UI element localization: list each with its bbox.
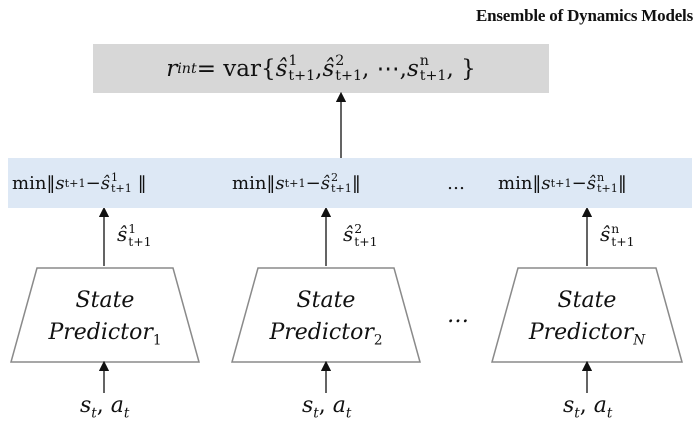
predictor-3-sub: N [633, 332, 646, 349]
reward-eq: = var{ [196, 55, 276, 82]
reward-sep-3: , } [446, 55, 476, 82]
norm-1-minus: − [85, 172, 101, 194]
reward-symbol: r [166, 55, 178, 82]
prediction-3-sup: n [611, 221, 620, 237]
reward-sep-2: , ⋯, [362, 55, 407, 82]
norm-2-minus: − [305, 172, 321, 194]
reward-term-2-sup: 2 [335, 53, 345, 70]
predictor-1-name: Predictor [48, 320, 153, 345]
predictor-2-line2: Predictor2 [232, 317, 420, 356]
reward-term-1-sup: 1 [288, 53, 298, 70]
norm-1-hat-sup: 1 [110, 170, 119, 184]
reward-term-3-base: s [406, 55, 419, 82]
predictor-2-sub: 2 [373, 332, 383, 349]
norm-ellipsis: … [447, 172, 465, 194]
norm-3-s: s [541, 172, 551, 194]
reward-term-3-sub: t+1 [419, 67, 447, 84]
state-predictor-2: State Predictor2 [232, 285, 420, 356]
input-3-a-sub: t [606, 405, 613, 422]
input-label-2: st, at [302, 393, 351, 421]
norm-2-hat-sup: 2 [330, 170, 339, 184]
error-band [8, 158, 692, 208]
norm-3-hat-sub: t+1 [596, 182, 618, 195]
norm-1-min: min [12, 172, 47, 194]
norm-3-minus: − [571, 172, 587, 194]
norm-1-s: s [55, 172, 65, 194]
input-label-1: st, at [80, 393, 129, 421]
norm-1-s-sub: t+1 [64, 176, 86, 190]
prediction-1-sup: 1 [128, 221, 137, 237]
state-predictor-1: State Predictor1 [11, 285, 199, 356]
input-2-comma: , [318, 393, 333, 418]
predictor-3-line1: State [557, 288, 617, 313]
norm-2-s: s [275, 172, 285, 194]
input-3-s-sub: t [574, 405, 580, 422]
norm-3-hat-sup: n [596, 170, 605, 184]
predictor-1-line2: Predictor1 [11, 317, 199, 356]
predictor-2-line1: State [296, 288, 356, 313]
prediction-1-base: ŝ [117, 222, 128, 246]
reward-term-1-base: ŝ [275, 55, 288, 82]
reward-box [93, 44, 549, 93]
input-2-s-sub: t [313, 405, 319, 422]
input-1-s-sub: t [91, 405, 97, 422]
input-2-a-sub: t [345, 405, 352, 422]
input-3-comma: , [579, 393, 594, 418]
input-1-comma: , [96, 393, 111, 418]
norm-2-hat: ŝ [320, 172, 330, 194]
predictor-ellipsis: … [447, 303, 469, 328]
norm-3-hat: ŝ [586, 172, 596, 194]
prediction-3-sub: t+1 [611, 233, 635, 249]
predictor-3-name: Predictor [528, 320, 634, 345]
input-1-s: s [80, 393, 92, 418]
norm-2-min: min [232, 172, 267, 194]
predictor-shape-1 [10, 267, 200, 363]
norm-1-hat-sub: t+1 [110, 182, 132, 195]
reward-sep-1: , [315, 55, 323, 82]
norm-2-s-sub: t+1 [284, 176, 306, 190]
predictor-1-line1: State [75, 288, 135, 313]
reward-term-3-sup: n [419, 53, 429, 70]
input-2-a: a [332, 393, 346, 418]
predictor-shape-3 [491, 267, 683, 363]
input-3-a: a [593, 393, 607, 418]
norm-3-min: min [498, 172, 533, 194]
input-3-s: s [563, 393, 575, 418]
input-2-s: s [302, 393, 314, 418]
reward-subscript: int [177, 60, 197, 77]
prediction-2-sub: t+1 [354, 233, 378, 249]
predictor-1-sub: 1 [152, 332, 162, 349]
prediction-1-sub: t+1 [128, 233, 152, 249]
input-1-a-sub: t [123, 405, 130, 422]
prediction-2-base: ŝ [343, 222, 354, 246]
norm-3-s-sub: t+1 [550, 176, 572, 190]
reward-term-2-sub: t+1 [335, 67, 363, 84]
state-predictor-3: State PredictorN [492, 285, 682, 356]
diagram-title: Ensemble of Dynamics Models [475, 6, 693, 25]
predictor-shape-2 [231, 267, 421, 363]
prediction-2-sup: 2 [354, 221, 363, 237]
prediction-3-base: ŝ [600, 222, 611, 246]
reward-term-1-sub: t+1 [288, 67, 316, 84]
norm-2-hat-sub: t+1 [330, 182, 352, 195]
input-1-a: a [110, 393, 124, 418]
norm-1-hat: ŝ [100, 172, 110, 194]
predictor-2-name: Predictor [269, 320, 374, 345]
input-label-3: st, at [563, 393, 612, 421]
predictor-3-line2: PredictorN [492, 317, 682, 356]
reward-term-2-base: ŝ [322, 55, 335, 82]
